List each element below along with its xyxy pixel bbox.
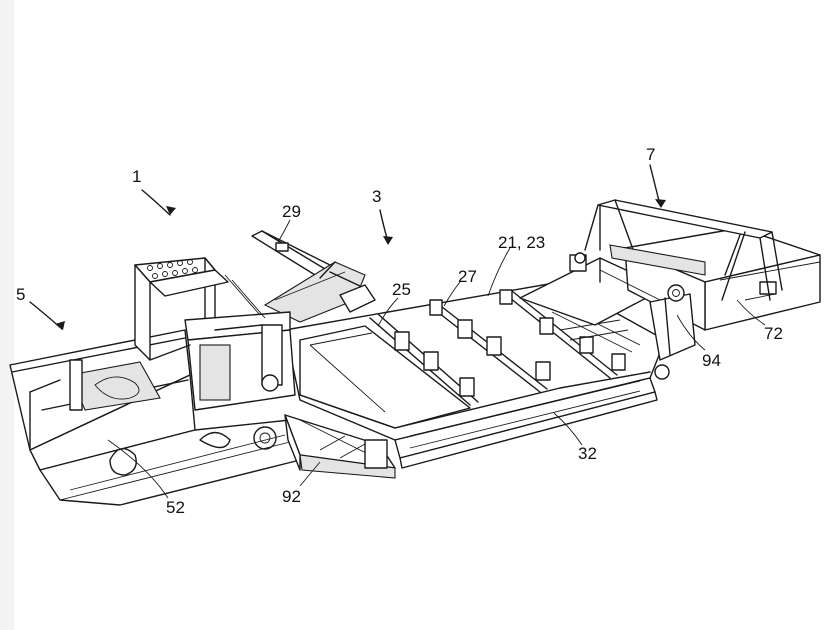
ref-label-32: 32 bbox=[578, 444, 597, 463]
front-frame-module bbox=[9, 257, 301, 506]
perforated-plate bbox=[147, 259, 198, 279]
ref-label-3: 3 bbox=[372, 187, 381, 206]
ref-label-25: 25 bbox=[392, 280, 411, 299]
reference-labels: 1 3 5 7 21, 23 25 27 29 32 52 72 92 94 bbox=[16, 145, 783, 517]
mounting-blocks bbox=[394, 299, 626, 397]
center-tunnel-member bbox=[251, 230, 376, 323]
ref-label-94: 94 bbox=[702, 351, 721, 370]
page-edge-shade bbox=[0, 0, 14, 630]
center-floor-structure bbox=[284, 281, 666, 469]
ref-label-92: 92 bbox=[282, 487, 301, 506]
rear-frame-module bbox=[499, 199, 821, 380]
ref-label-5: 5 bbox=[16, 285, 25, 304]
ref-label-29: 29 bbox=[282, 202, 301, 221]
ref-label-1: 1 bbox=[132, 167, 141, 186]
ref-label-72: 72 bbox=[764, 324, 783, 343]
ref-label-52: 52 bbox=[166, 498, 185, 517]
ref-label-27: 27 bbox=[458, 267, 477, 286]
ref-label-21-23: 21, 23 bbox=[498, 233, 545, 252]
ref-label-7: 7 bbox=[646, 145, 655, 164]
leader-lines bbox=[29, 164, 766, 499]
side-crash-box bbox=[284, 414, 396, 479]
